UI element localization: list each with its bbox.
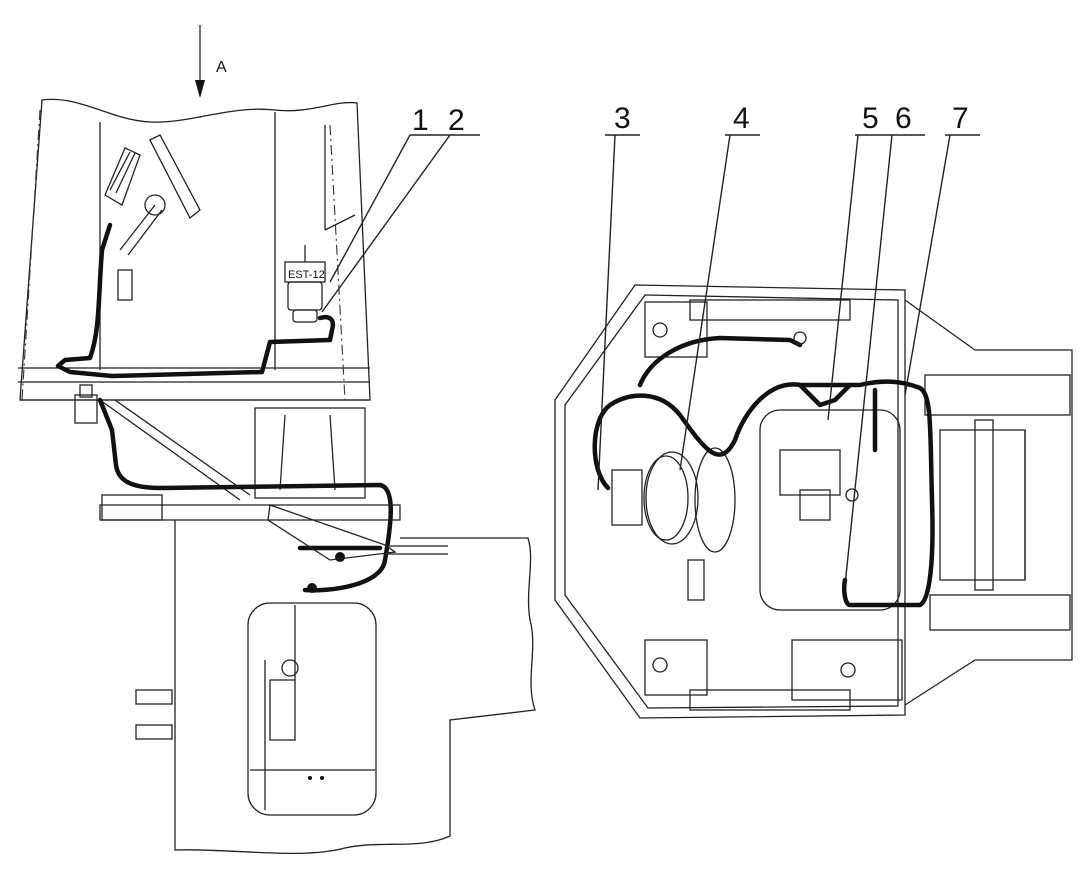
cab-outline: [19, 98, 371, 401]
wiring-harness-lower: [97, 397, 393, 593]
view-marker-label: A: [216, 59, 227, 76]
callout-3: 3: [614, 102, 631, 135]
callouts-right: 3 4 5 6 7: [597, 102, 980, 586]
callout-1: 1: [412, 104, 429, 137]
est12-unit: EST-12: [284, 245, 326, 323]
pedal-assembly: [104, 134, 201, 301]
callout-6: 6: [895, 102, 912, 135]
chassis-outline: [554, 284, 906, 719]
est12-label: EST-12: [288, 269, 325, 281]
wiring-harness-upper: [55, 222, 336, 379]
callout-5: 5: [862, 102, 879, 135]
right-view: 3 4 5 6 7: [554, 102, 1073, 719]
wiring-harness-right: [592, 379, 935, 608]
left-view: A EST-12: [18, 25, 536, 855]
lower-body: [174, 520, 536, 855]
callout-4: 4: [733, 102, 750, 135]
callout-1-2: 1 2: [321, 104, 480, 313]
callout-2: 2: [448, 104, 465, 137]
cross-beam: [99, 504, 401, 521]
callout-7: 7: [952, 102, 969, 135]
view-arrow-a: A: [195, 25, 227, 98]
cable-reel: [611, 447, 736, 601]
inspection-window: [247, 602, 377, 816]
